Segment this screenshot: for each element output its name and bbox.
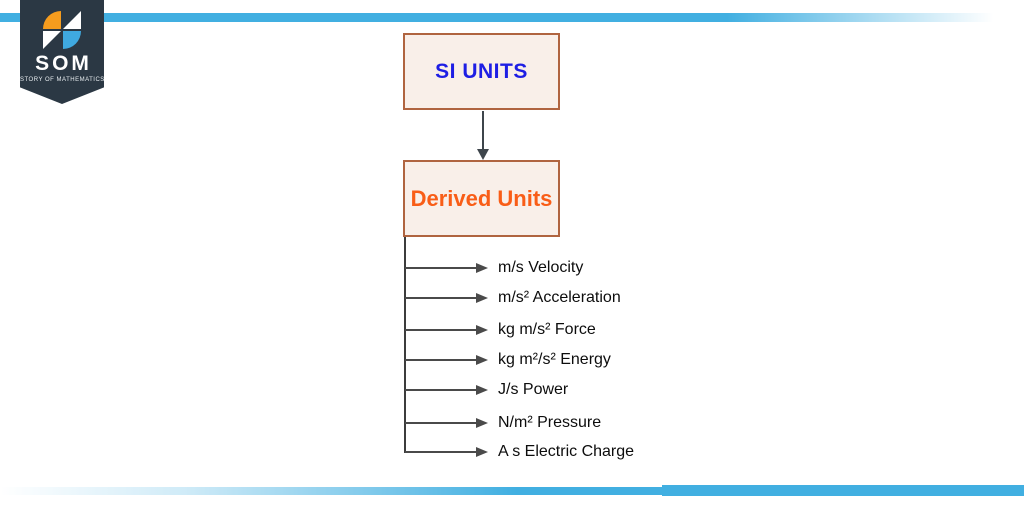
- top-stripe: [0, 13, 1024, 22]
- derived-unit-row: m/s² Acceleration: [405, 287, 621, 309]
- branch-trunk-line: [404, 237, 406, 453]
- arrowhead-icon: [476, 385, 488, 395]
- derived-unit-row: kg m²/s² Energy: [405, 349, 611, 371]
- pinwheel-white-bottom-triangle: [43, 31, 61, 49]
- derived-unit-row: A s Electric Charge: [405, 441, 634, 463]
- derived-units-box: Derived Units: [403, 160, 560, 237]
- unit-label: m/s² Acceleration: [498, 289, 621, 306]
- arrowhead-icon: [476, 293, 488, 303]
- arrowhead-icon: [476, 447, 488, 457]
- pinwheel-blue-quadrant: [63, 31, 81, 49]
- branch-line: [405, 389, 476, 391]
- unit-label: J/s Power: [498, 381, 569, 398]
- som-pinwheel-icon: [43, 11, 81, 49]
- si-units-box: SI UNITS: [403, 33, 560, 110]
- arrowhead-icon: [476, 263, 488, 273]
- unit-label: N/m² Pressure: [498, 414, 602, 431]
- arrowhead-icon: [476, 418, 488, 428]
- si-units-label: SI UNITS: [435, 59, 528, 83]
- unit-label: A s Electric Charge: [498, 443, 635, 460]
- pinwheel-orange-quadrant: [43, 11, 61, 29]
- arrowhead-icon: [476, 325, 488, 335]
- bottom-stripe-gradient: [0, 487, 662, 495]
- logo-title: SOM: [35, 52, 92, 75]
- bottom-stripe-solid: [662, 485, 1024, 496]
- branch-line: [405, 359, 476, 361]
- pinwheel-white-top-triangle: [63, 11, 81, 29]
- derived-unit-row: kg m/s² Force: [405, 319, 596, 341]
- branch-line: [405, 267, 476, 269]
- derived-unit-row: N/m² Pressure: [405, 412, 601, 434]
- unit-label: m/s Velocity: [498, 259, 584, 276]
- derived-units-label: Derived Units: [410, 185, 553, 211]
- derived-unit-row: m/s Velocity: [405, 257, 583, 279]
- derived-unit-row: J/s Power: [405, 379, 568, 401]
- unit-label: kg m/s² Force: [498, 321, 596, 338]
- connector-line: [482, 111, 484, 150]
- arrowhead-icon: [476, 355, 488, 365]
- branch-line: [405, 451, 476, 453]
- branch-line: [405, 297, 476, 299]
- logo-subtitle: STORY OF MATHEMATICS: [20, 77, 105, 83]
- branch-line: [405, 329, 476, 331]
- unit-label: kg m²/s² Energy: [498, 351, 611, 368]
- branch-line: [405, 422, 476, 424]
- som-logo-banner: SOM STORY OF MATHEMATICS: [20, 0, 104, 104]
- connector-arrowhead-icon: [477, 149, 489, 160]
